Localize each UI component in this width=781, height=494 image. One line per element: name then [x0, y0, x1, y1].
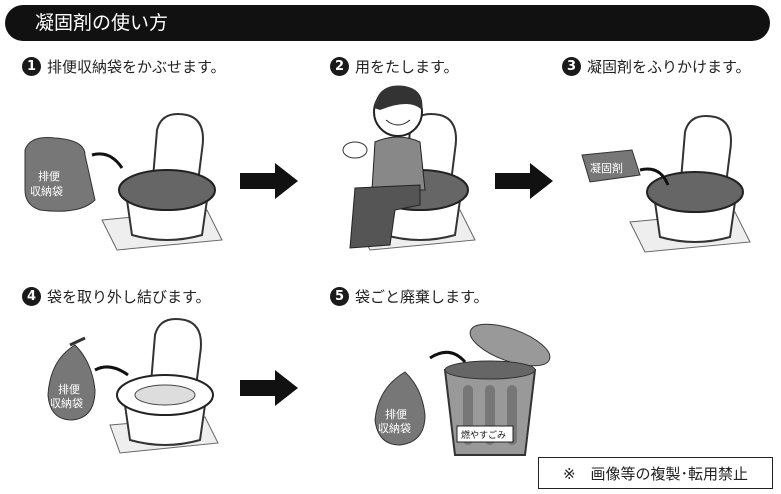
- person-on-toilet-icon: [342, 85, 476, 251]
- header-bar: 凝固剤の使い方: [5, 5, 770, 41]
- step-label: 凝固剤をふりかけます。: [587, 58, 751, 76]
- step-number: 2: [330, 57, 349, 76]
- step-number: 5: [330, 287, 349, 306]
- toilet-with-bag-icon: [101, 113, 223, 251]
- svg-text:凝固剤: 凝固剤: [590, 161, 623, 175]
- curved-arrow-icon: [639, 167, 670, 186]
- step-label: 袋ごと廃棄します。: [355, 288, 489, 306]
- curved-arrow-icon: [91, 152, 124, 169]
- svg-text:収納袋: 収納袋: [30, 184, 63, 198]
- step-1: 1 排便収納袋をかぶせます。: [22, 56, 226, 77]
- arrow-right-icon: [495, 163, 553, 199]
- step-number: 3: [562, 57, 581, 76]
- copyright-notice: ※ 画像等の複製･転用禁止: [538, 457, 773, 489]
- svg-text:燃やすごみ: 燃やすごみ: [461, 429, 506, 441]
- arrow-right-icon: [240, 163, 298, 199]
- step-label: 排便収納袋をかぶせます。: [47, 58, 226, 76]
- toilet-icon: [109, 318, 219, 454]
- trash-can-icon: 燃やすごみ: [443, 323, 551, 456]
- svg-text:排便: 排便: [58, 382, 80, 396]
- curved-arrow-icon: [94, 365, 129, 377]
- tied-bag-icon: 排便 収納袋: [47, 336, 96, 421]
- svg-text:排便: 排便: [385, 407, 407, 421]
- toilet-icon: [629, 115, 751, 253]
- svg-text:排便: 排便: [38, 169, 60, 183]
- step-number: 1: [22, 57, 41, 76]
- svg-text:収納袋: 収納袋: [50, 396, 83, 410]
- step-3: 3 凝固剤をふりかけます。: [562, 56, 751, 77]
- svg-text:収納袋: 収納袋: [378, 421, 411, 435]
- step-4: 4 袋を取り外し結びます。: [22, 286, 211, 307]
- bag-icon: 排便 収納袋: [24, 137, 96, 212]
- step-label: 用をたします。: [355, 58, 459, 76]
- coagulant-packet-icon: 凝固剤: [581, 149, 641, 183]
- arrow-right-icon: [240, 370, 298, 406]
- step-label: 袋を取り外し結びます。: [47, 288, 211, 306]
- step-2: 2 用をたします。: [330, 56, 459, 77]
- curved-arrow-icon: [429, 350, 467, 364]
- tied-bag-icon: 排便 収納袋: [374, 371, 426, 446]
- page-title: 凝固剤の使い方: [35, 12, 169, 34]
- step-5: 5 袋ごと廃棄します。: [330, 286, 489, 307]
- step-number: 4: [22, 287, 41, 306]
